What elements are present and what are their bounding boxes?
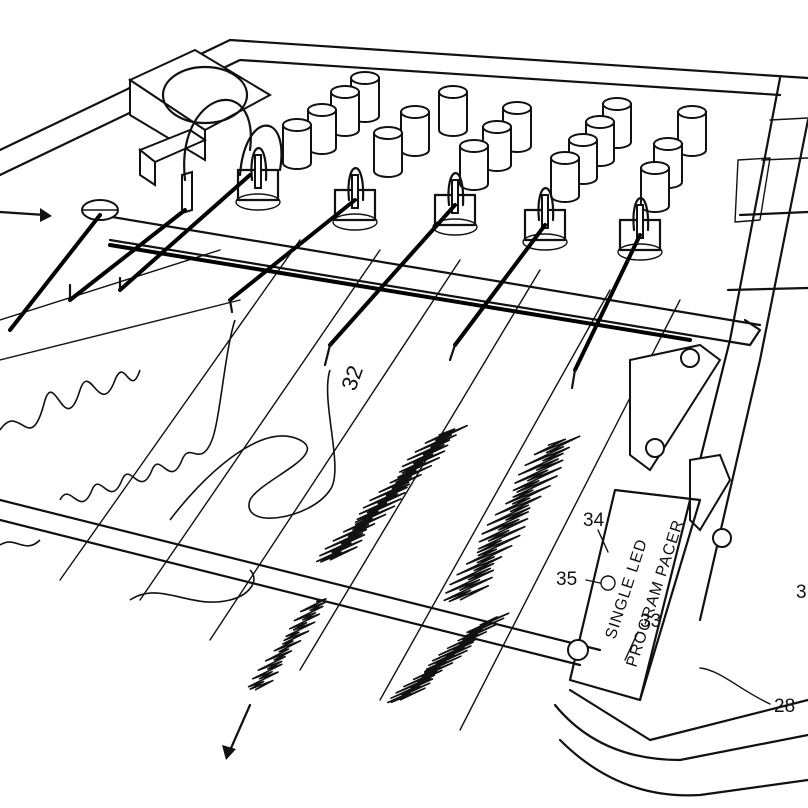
cylinder [677, 105, 707, 157]
cylinder [640, 161, 670, 213]
cylinder [459, 139, 489, 191]
ref-label-33: 33 [640, 611, 661, 632]
cylinder [482, 120, 512, 172]
pacer-panel [567, 343, 732, 702]
ref-label-32: 32 [336, 362, 368, 394]
cylinder [282, 118, 312, 170]
pen-mechanisms [183, 98, 663, 261]
feed-loops [183, 98, 283, 182]
down-left-arrow-icon [222, 703, 252, 760]
cylinder [400, 105, 430, 157]
pen-arms [8, 173, 642, 390]
recorded-traces [0, 319, 581, 704]
cabinet-frame [0, 38, 808, 797]
ref-label-34: 34 [583, 510, 605, 531]
cylinder [307, 103, 337, 155]
upper-rail [98, 213, 762, 347]
ref-label-35: 35 [556, 569, 577, 590]
cylinder [550, 151, 580, 203]
right-arrow-icon [0, 208, 52, 222]
ref-label-28: 28 [774, 696, 795, 717]
pen-holder [617, 197, 663, 261]
cylinder [373, 126, 403, 178]
cylinder [438, 85, 468, 137]
component-cylinders [282, 71, 707, 213]
pen-holder [522, 187, 568, 251]
ref-label-3-partial: 3 [796, 582, 807, 603]
left-housing [81, 48, 273, 221]
